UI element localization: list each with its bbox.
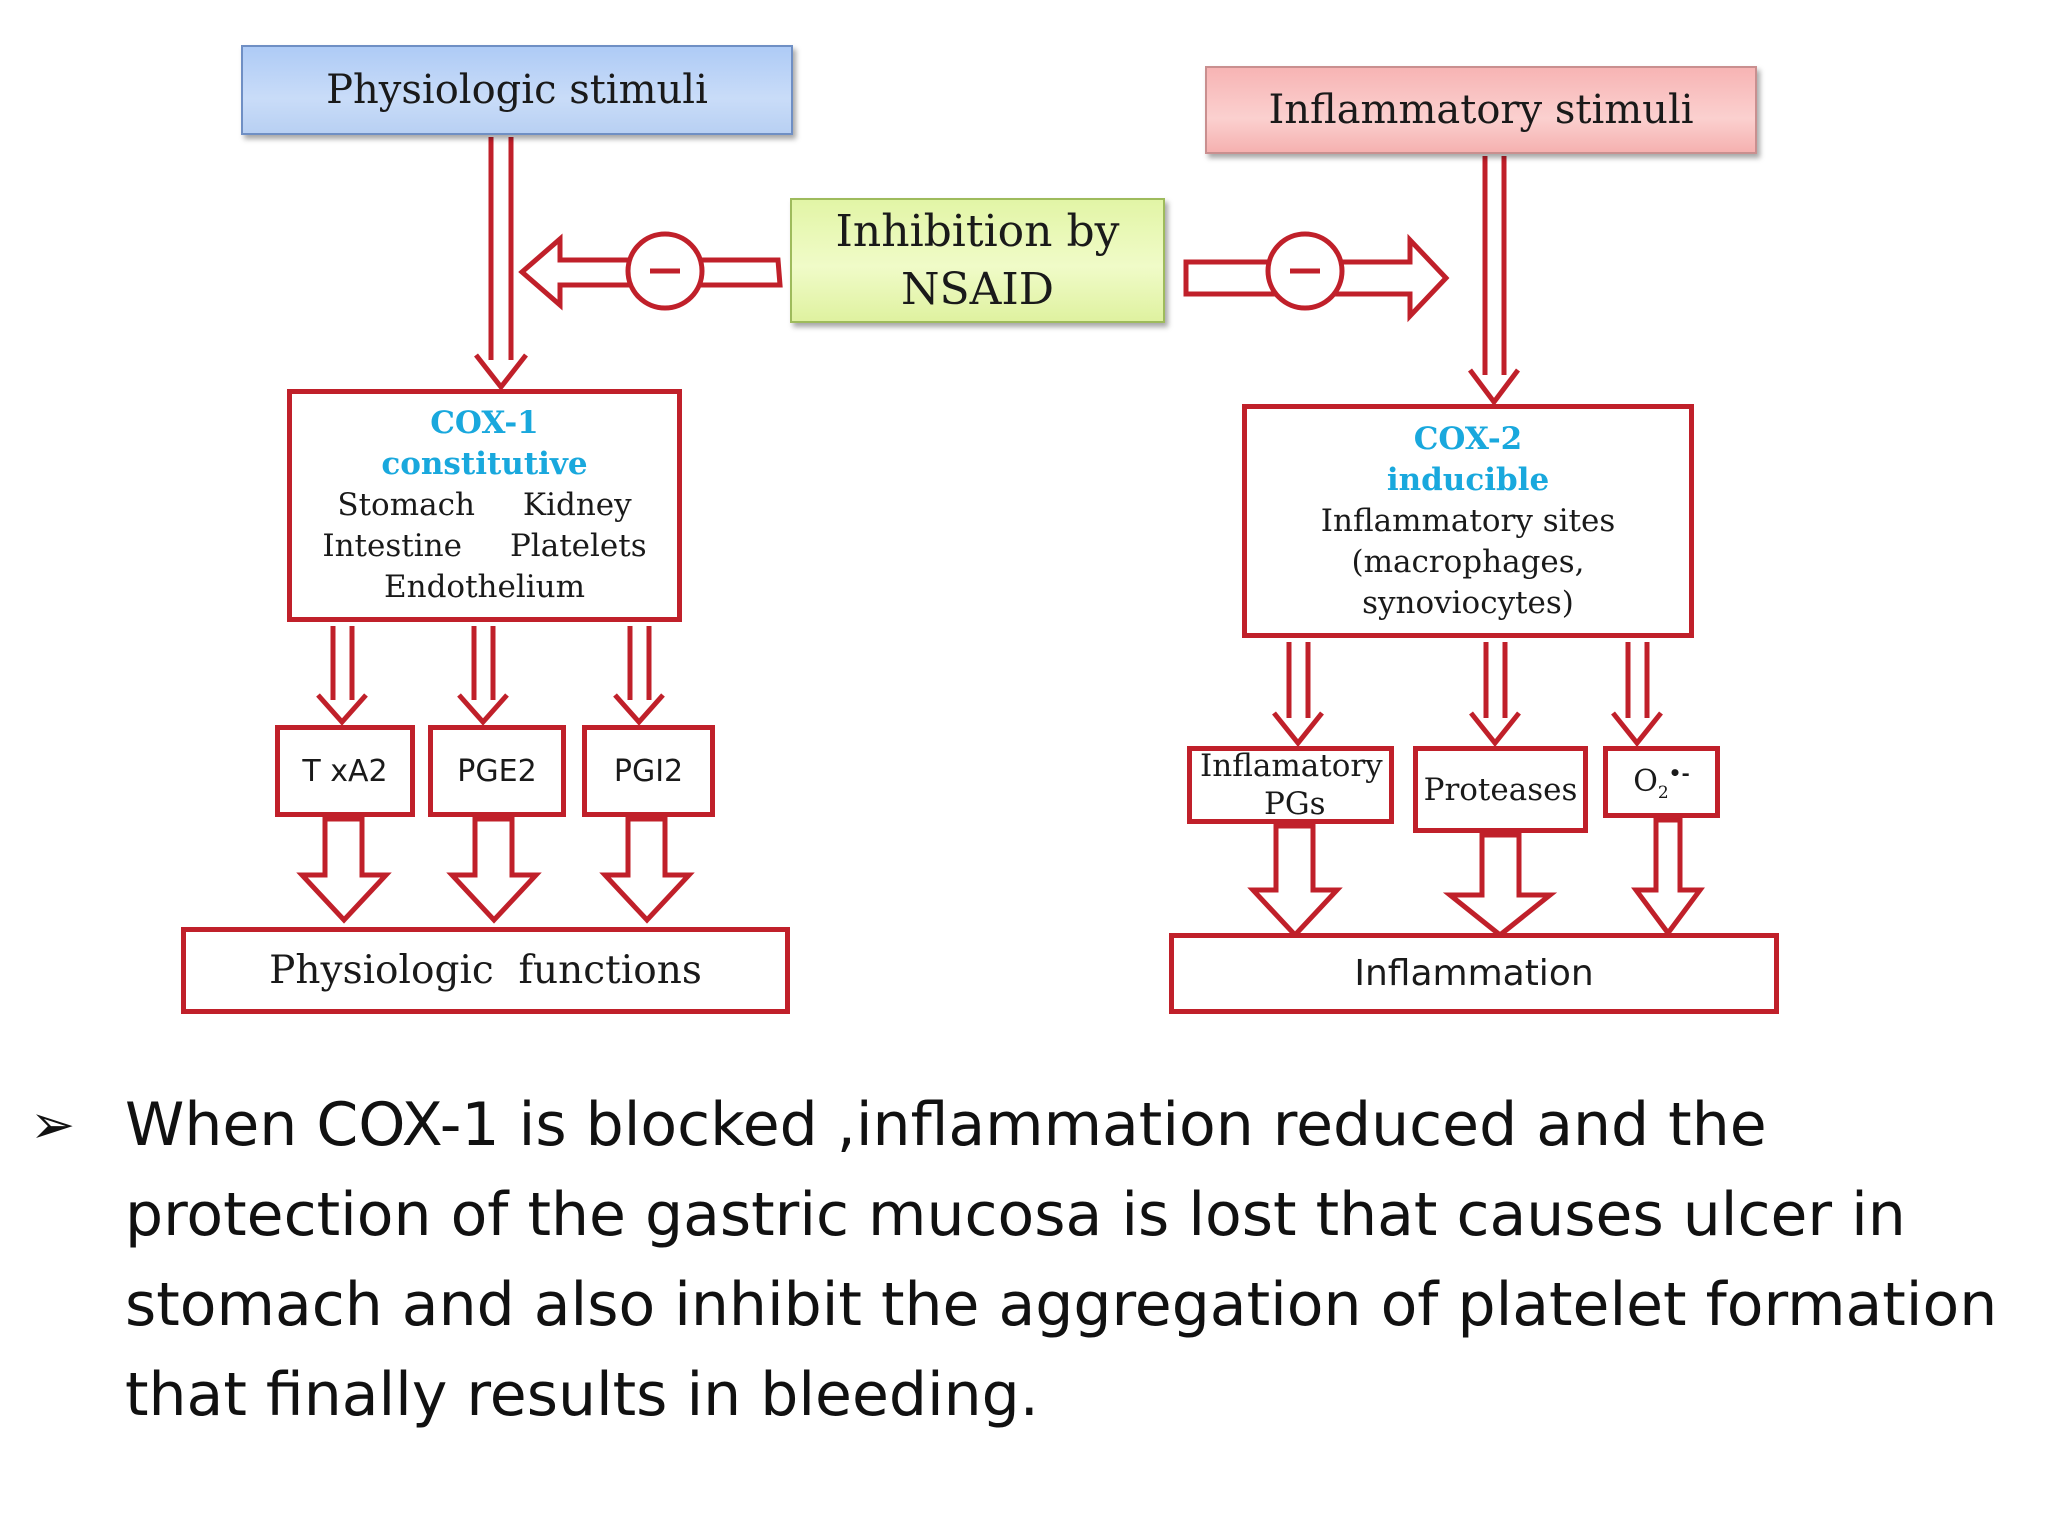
product-pge2-box: PGE2 <box>428 725 566 817</box>
superoxide-subscript: 2 <box>1657 783 1669 803</box>
product-pgs-label: PGs <box>1264 786 1326 822</box>
product-superoxide-box: O2•- <box>1603 746 1720 818</box>
product-inflamatory-pgs-box: Inflamatory PGs <box>1187 746 1394 824</box>
arrows-cox1-to-products <box>316 626 665 726</box>
cox2-title: COX-2 <box>1413 420 1523 457</box>
superoxide-superscript: •- <box>1668 761 1690 785</box>
cox1-site-endothelium: Endothelium <box>383 569 586 605</box>
inflammatory-stimuli-label: Inflammatory stimuli <box>1268 87 1694 133</box>
physiologic-stimuli-label: Physiologic stimuli <box>326 67 708 113</box>
inflammation-label: Inflammation <box>1354 953 1594 994</box>
cox1-subtitle: constitutive <box>381 446 588 482</box>
minus-circle-left <box>625 231 705 311</box>
cox1-site-stomach: Stomach <box>337 487 475 523</box>
cox1-title: COX-1 <box>430 405 539 441</box>
product-pgi2-box: PGI2 <box>582 725 715 817</box>
nsaid-inhibition-box: Inhibition by NSAID <box>790 198 1165 323</box>
inflammation-box: Inflammation <box>1169 933 1779 1014</box>
product-pge2-label: PGE2 <box>457 753 537 789</box>
arrows-cox2-to-products <box>1272 642 1663 748</box>
cox1-site-platelets: Platelets <box>509 528 647 564</box>
product-txa2-box: T xA2 <box>275 725 415 817</box>
physiologic-functions-label: Physiologic functions <box>269 948 702 993</box>
arrow-infl-to-cox2 <box>1468 156 1520 407</box>
cox1-site-kidney: Kidney <box>522 487 632 523</box>
nsaid-line2: NSAID <box>900 263 1055 315</box>
arrows-products-to-physiologic <box>296 816 695 924</box>
cox2-sites-line1: Inflammatory sites <box>1320 502 1616 539</box>
cox2-box: COX-2 inducible Inflammatory sites (macr… <box>1242 404 1694 638</box>
product-proteases-label: Proteases <box>1423 771 1578 808</box>
physiologic-stimuli-box: Physiologic stimuli <box>241 45 793 135</box>
product-inflamatory-label: Inflamatory <box>1200 748 1383 784</box>
product-proteases-box: Proteases <box>1413 746 1588 833</box>
minus-circle-right <box>1265 231 1345 311</box>
cox1-site-intestine: Intestine <box>322 528 462 564</box>
product-txa2-label: T xA2 <box>302 753 388 789</box>
cox2-sites-line2: (macrophages, <box>1351 543 1585 580</box>
superoxide-formula: O2•- <box>1633 761 1690 803</box>
superoxide-base: O <box>1633 764 1658 799</box>
arrows-products-to-inflammation <box>1247 817 1705 939</box>
product-pgi2-label: PGI2 <box>613 753 684 789</box>
physiologic-functions-box: Physiologic functions <box>181 927 790 1014</box>
inflammatory-stimuli-box: Inflammatory stimuli <box>1205 66 1757 154</box>
cox1-box: COX-1 constitutive Stomach Kidney Intest… <box>287 389 682 622</box>
cox2-sites-line3: synoviocytes) <box>1362 584 1574 621</box>
arrow-bullet-icon: ➢ <box>30 1093 76 1156</box>
arrow-phys-to-cox1 <box>474 137 528 392</box>
cox2-subtitle: inducible <box>1386 461 1550 498</box>
explanation-text: When COX-1 is blocked ,inflammation redu… <box>125 1090 1998 1430</box>
nsaid-line1: Inhibition by <box>835 205 1120 257</box>
